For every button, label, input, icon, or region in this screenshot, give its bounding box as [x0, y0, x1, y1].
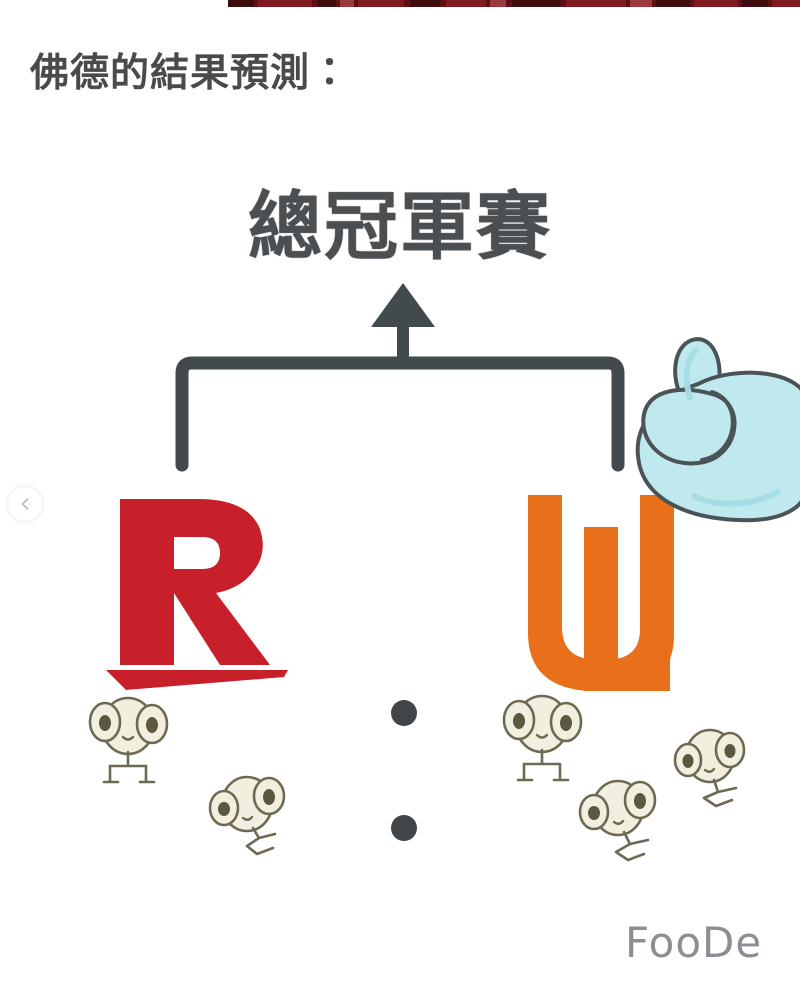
doodle-mascot: [502, 694, 583, 782]
doodle-mascot: [673, 728, 746, 808]
doodle-mascot: [88, 696, 169, 784]
bracket-path: [175, 356, 625, 472]
watermark: FooDe: [625, 918, 763, 967]
score-separator-dot-bottom: [391, 815, 417, 841]
chevron-left-icon: [21, 498, 29, 510]
arrow-up-icon: [371, 283, 435, 327]
doodle-mascot: [578, 779, 657, 862]
r-logo-swoosh: [106, 670, 288, 690]
championship-heading: 總冠軍賽: [248, 185, 552, 268]
prev-slide-button[interactable]: [8, 487, 42, 521]
uni-lions-ul-logo: [528, 495, 674, 691]
blue-creature-doodle: [635, 337, 800, 523]
rakuten-monkeys-r-logo: [106, 499, 288, 690]
page-title: 佛德的結果預測：: [30, 52, 351, 95]
score-separator-dot-top: [391, 700, 417, 726]
doodle-mascot: [208, 775, 286, 856]
top-cropped-strip: [228, 0, 800, 7]
tournament-bracket: [175, 283, 625, 472]
